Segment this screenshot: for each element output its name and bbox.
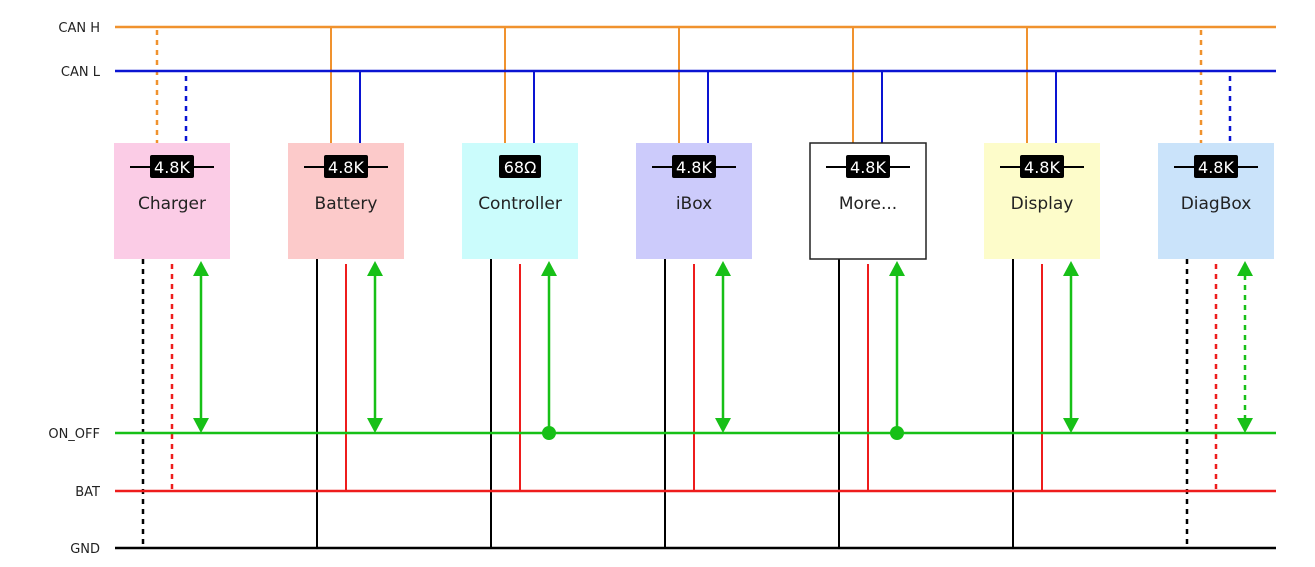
resistor-icon: 4.8K [130,155,214,178]
resistor-value: 4.8K [1198,158,1234,177]
resistor-icon: 4.8K [652,155,736,178]
resistor-value: 4.8K [154,158,190,177]
node-label: More... [839,194,897,214]
bus-label-gnd: GND [70,542,100,557]
bus-label-on-off: ON_OFF [48,427,100,442]
resistor-body [1020,155,1064,178]
arrow-down-icon [715,418,731,433]
arrow-up-icon [541,261,557,276]
resistor-icon: 4.8K [1000,155,1084,178]
node-controller: 68Ω Controller [462,143,578,259]
resistor-icon: 4.8K [826,155,910,178]
node-ibox: 4.8K iBox [636,143,752,259]
arrow-up-icon [193,261,209,276]
node-label: Charger [138,194,206,214]
arrow-up-icon [1063,261,1079,276]
resistor-body [499,155,541,178]
resistor-body [846,155,890,178]
bus-label-can-l: CAN L [61,65,101,80]
arrow-up-icon [715,261,731,276]
arrow-up-icon [889,261,905,276]
arrow-down-icon [1063,418,1079,433]
node-label: Controller [478,194,562,214]
arrow-up-icon [1237,261,1253,276]
resistor-body [150,155,194,178]
resistor-icon: 4.8K [1174,155,1258,178]
resistor-body [672,155,716,178]
resistor-value: 68Ω [504,158,537,177]
resistor-icon: 4.8K [304,155,388,178]
resistor-value: 4.8K [1024,158,1060,177]
node-display: 4.8K Display [984,143,1100,259]
node-label: Battery [315,194,378,214]
arrow-down-icon [193,418,209,433]
node-label: DiagBox [1181,194,1252,214]
node-label: Display [1011,194,1074,214]
resistor-value: 4.8K [676,158,712,177]
node-more: 4.8K More... [809,142,927,260]
resistor-value: 4.8K [328,158,364,177]
arrow-down-icon [367,418,383,433]
resistor-body [324,155,368,178]
arrow-down-icon [1237,418,1253,433]
bus-label-can-h: CAN H [58,21,100,36]
resistor-icon: 68Ω [499,155,541,178]
node-charger: 4.8K Charger [114,143,230,259]
node-diagbox: 4.8K DiagBox [1158,143,1274,259]
resistor-body [1194,155,1238,178]
arrow-up-icon [367,261,383,276]
resistor-value: 4.8K [850,158,886,177]
bus-label-bat: BAT [75,485,100,500]
node-label: iBox [676,194,712,214]
node-battery: 4.8K Battery [288,143,404,259]
